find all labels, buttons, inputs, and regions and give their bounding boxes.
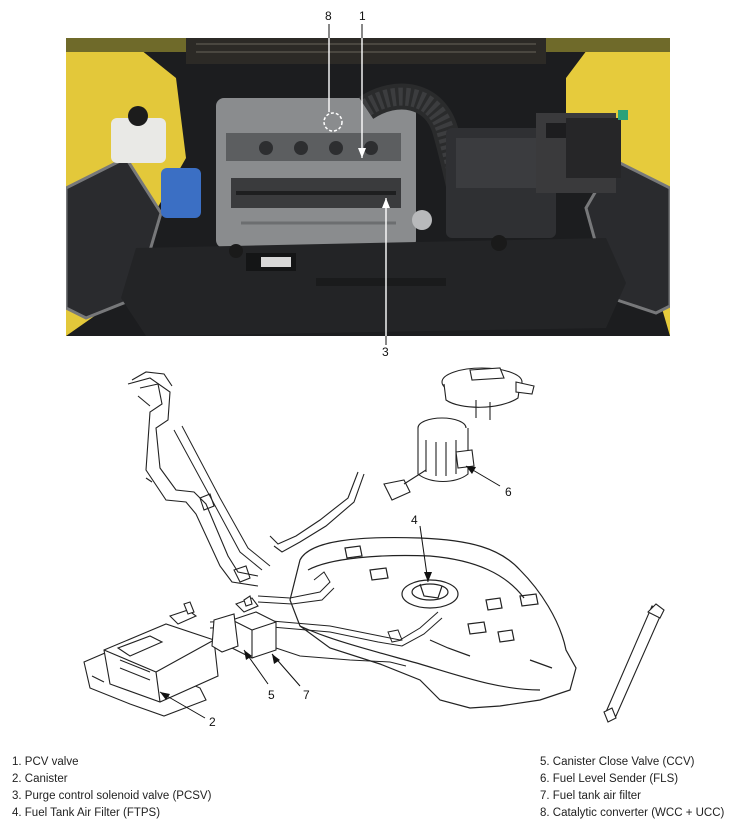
evap-system-diagram — [83, 24, 665, 723]
callout-7: 7 — [303, 688, 310, 702]
callout-6: 6 — [505, 485, 512, 499]
ccv-and-air-filter — [211, 595, 277, 659]
callout-1: 1 — [359, 9, 366, 23]
legend-left: 1. PCV valve 2. Canister 3. Purge contro… — [12, 754, 211, 822]
legend-item: 5. Canister Close Valve (CCV) — [540, 756, 695, 768]
legend-item: 3. Purge control solenoid valve (PCSV) — [12, 790, 212, 802]
engine-bay-photo — [66, 38, 670, 336]
callout-5: 5 — [268, 688, 275, 702]
legend-right: 5. Canister Close Valve (CCV) 6. Fuel Le… — [540, 754, 724, 822]
fuse-box — [566, 118, 621, 178]
highlight-circle — [323, 112, 343, 132]
filler-pipe — [127, 371, 259, 587]
tank-strap — [603, 603, 665, 723]
legend-item: 1. PCV valve — [12, 756, 79, 768]
legend-item: 4. Fuel Tank Air Filter (FTPS) — [12, 807, 161, 819]
legend-item: 7. Fuel tank air filter — [540, 790, 641, 802]
fuel-pump-module — [383, 367, 535, 501]
coolant-reservoir — [111, 118, 166, 163]
legend-item: 2. Canister — [12, 773, 68, 785]
canister — [83, 601, 219, 717]
strap-bracket — [269, 471, 365, 553]
fuel-tank — [289, 536, 577, 709]
callout-8: 8 — [325, 9, 332, 23]
legend-item: 8. Catalytic converter (WCC + UCC) — [540, 807, 725, 819]
vent-pipe — [173, 425, 271, 571]
legend-item: 6. Fuel Level Sender (FLS) — [540, 773, 679, 785]
washer-fluid-tank — [161, 168, 201, 218]
callout-3: 3 — [382, 345, 389, 359]
callout-2: 2 — [209, 715, 216, 729]
callout-4: 4 — [411, 513, 418, 527]
